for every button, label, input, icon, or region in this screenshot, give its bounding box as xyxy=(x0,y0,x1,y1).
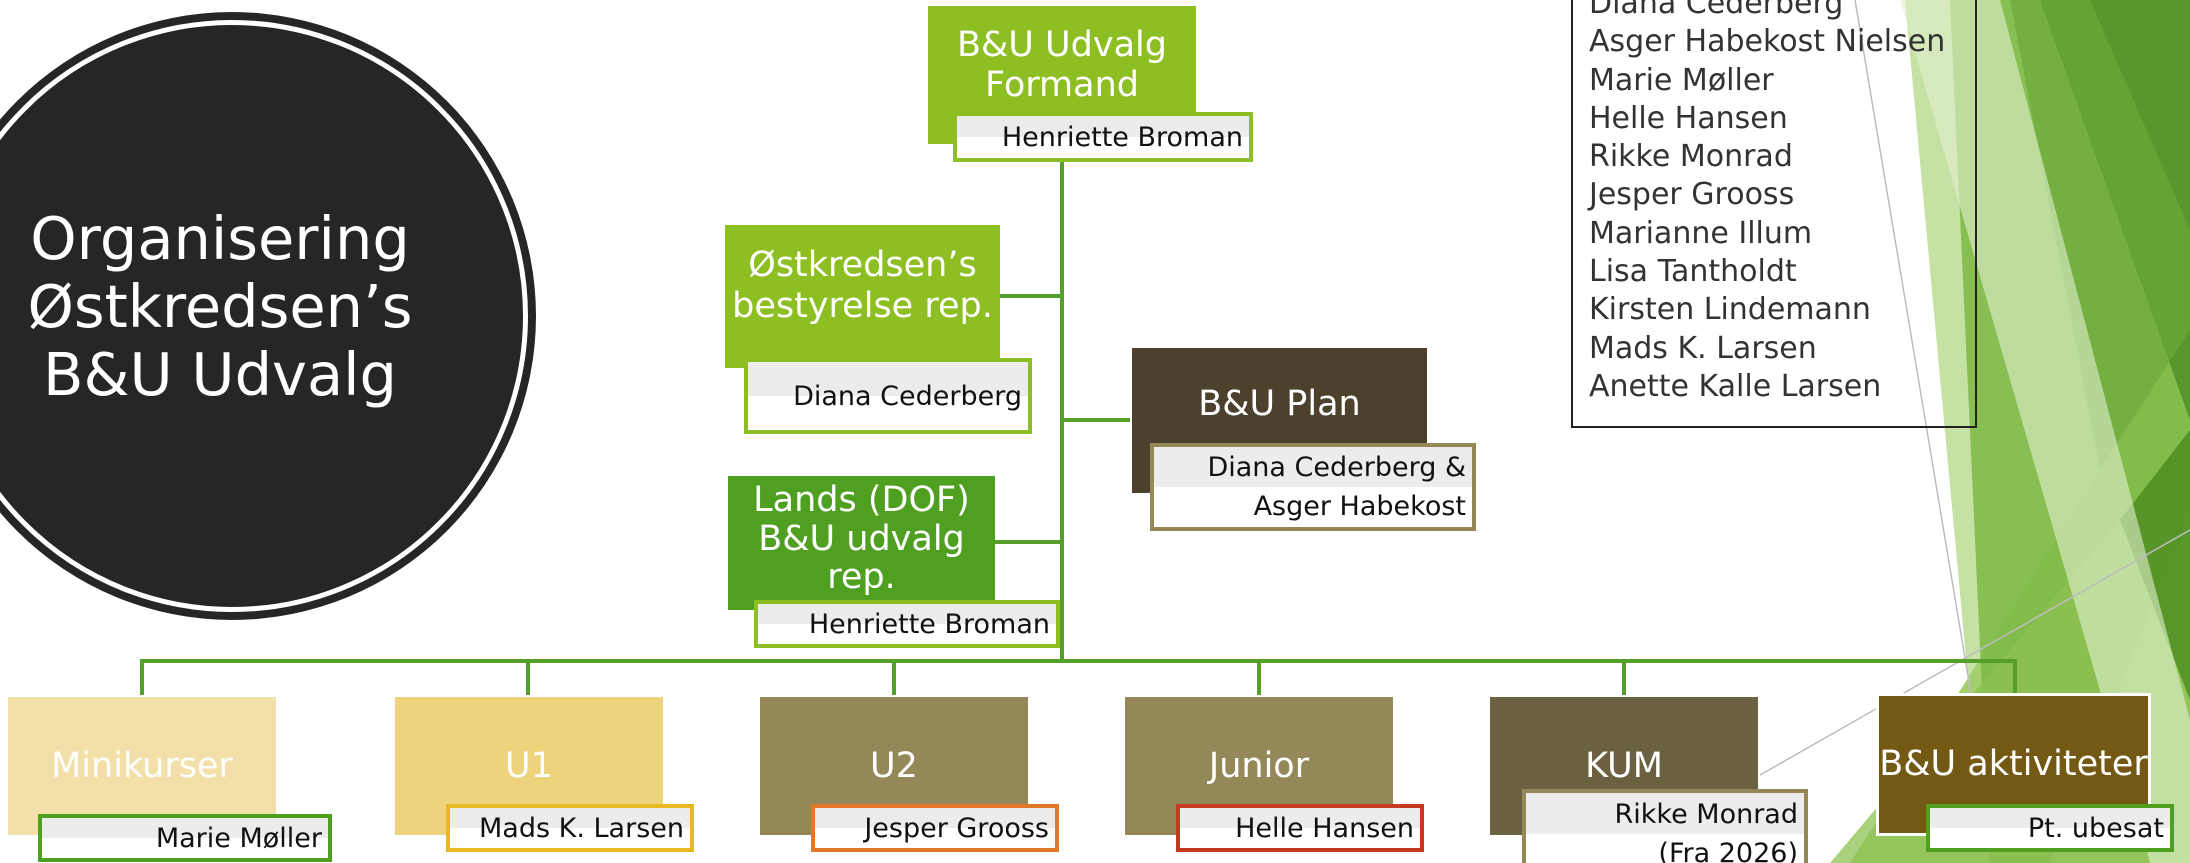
connector-board-rep xyxy=(1000,294,1062,298)
group-box-minikurser: Minikurser xyxy=(8,697,276,835)
lands-role-line-2: B&U udvalg xyxy=(758,518,965,559)
plan-name-line-2: Asger Habekost xyxy=(1253,491,1466,522)
group-label: B&U aktiviteter xyxy=(1879,744,2148,785)
group-name-box-kum: Rikke Monrad (Fra 2026) xyxy=(1522,789,1808,863)
formand-name: Henriette Broman xyxy=(1001,121,1243,153)
group-name-box-u2: Jesper Grooss xyxy=(811,804,1059,852)
member-item: Kirsten Lindemann xyxy=(1589,292,1871,328)
group-name-box-minikurser: Marie Møller xyxy=(38,814,332,862)
group-name: Jesper Grooss xyxy=(864,812,1049,844)
lands-role-box: Lands (DOF) B&U udvalg rep. xyxy=(728,476,995,610)
horizontal-bus-line xyxy=(140,659,2017,663)
formand-role-line-1: B&U Udvalg xyxy=(957,24,1167,65)
group-label: Minikurser xyxy=(51,745,233,786)
member-item: Mads K. Larsen xyxy=(1589,330,1817,366)
formand-role-line-2: Formand xyxy=(984,65,1139,105)
member-item: Lisa Tantholdt xyxy=(1589,254,1797,290)
board-rep-role-line-2: bestyrelse rep. xyxy=(732,285,993,326)
member-item: Jesper Grooss xyxy=(1589,177,1795,213)
member-item: Marie Møller xyxy=(1589,62,1774,98)
board-rep-role-line-1: Østkredsen’s xyxy=(748,245,977,286)
board-rep-name-box: Diana Cederberg xyxy=(744,358,1032,434)
group-label: Junior xyxy=(1208,745,1310,786)
group-name: Mads K. Larsen xyxy=(479,812,684,844)
main-trunk-line xyxy=(1060,160,1064,662)
plan-role: B&U Plan xyxy=(1198,384,1361,425)
members-box xyxy=(1571,0,1977,428)
drop-line-junior xyxy=(1257,659,1261,695)
formand-name-box: Henriette Broman xyxy=(953,112,1253,162)
title-line-3: B&U Udvalg xyxy=(43,340,397,409)
slide-title: Organisering Østkredsen’s B&U Udvalg xyxy=(20,205,420,409)
plan-name-line-1: Diana Cederberg & xyxy=(1207,451,1466,483)
group-name-line-1: Rikke Monrad xyxy=(1614,798,1798,830)
lands-name-box: Henriette Broman xyxy=(754,600,1060,648)
group-label: U2 xyxy=(870,745,918,786)
member-item: Asger Habekost Nielsen xyxy=(1589,24,1946,60)
group-label: KUM xyxy=(1585,745,1663,786)
member-item: Rikke Monrad xyxy=(1589,139,1793,175)
group-name-line-2: (Fra 2026) xyxy=(1658,838,1798,863)
group-name-box-u1: Mads K. Larsen xyxy=(446,804,694,852)
lands-name: Henriette Broman xyxy=(808,608,1050,640)
lands-role-line-3: rep. xyxy=(827,557,896,598)
board-rep-role-box: Østkredsen’s bestyrelse rep. xyxy=(725,225,1000,368)
group-name: Pt. ubesat xyxy=(2027,812,2164,844)
drop-line-kum xyxy=(1622,659,1626,695)
group-label: U1 xyxy=(505,745,553,786)
members-list: Diana Cederberg Asger Habekost Nielsen M… xyxy=(1589,0,1945,406)
title-line-1: Organisering xyxy=(30,204,410,273)
drop-line-aktiviteter xyxy=(2013,659,2017,695)
drop-line-u2 xyxy=(892,659,896,695)
member-item: Helle Hansen xyxy=(1589,100,1788,136)
group-name: Helle Hansen xyxy=(1235,812,1414,844)
connector-plan xyxy=(1062,418,1130,422)
group-name: Marie Møller xyxy=(155,822,322,854)
member-item: Anette Kalle Larsen xyxy=(1589,368,1882,404)
drop-line-minikurser xyxy=(140,659,144,695)
title-circle-ring xyxy=(0,20,528,612)
drop-line-u1 xyxy=(526,659,530,695)
member-item: Marianne Illum xyxy=(1589,215,1813,251)
plan-name-box: Diana Cederberg & Asger Habekost xyxy=(1150,443,1476,531)
lands-role-line-1: Lands (DOF) xyxy=(753,480,970,521)
member-item: Diana Cederberg xyxy=(1589,0,1844,21)
title-line-2: Østkredsen’s xyxy=(27,272,413,341)
group-name-box-aktiviteter: Pt. ubesat xyxy=(1926,804,2174,852)
connector-lands xyxy=(995,540,1062,544)
board-rep-name: Diana Cederberg xyxy=(793,380,1022,412)
group-name-box-junior: Helle Hansen xyxy=(1176,804,1424,852)
